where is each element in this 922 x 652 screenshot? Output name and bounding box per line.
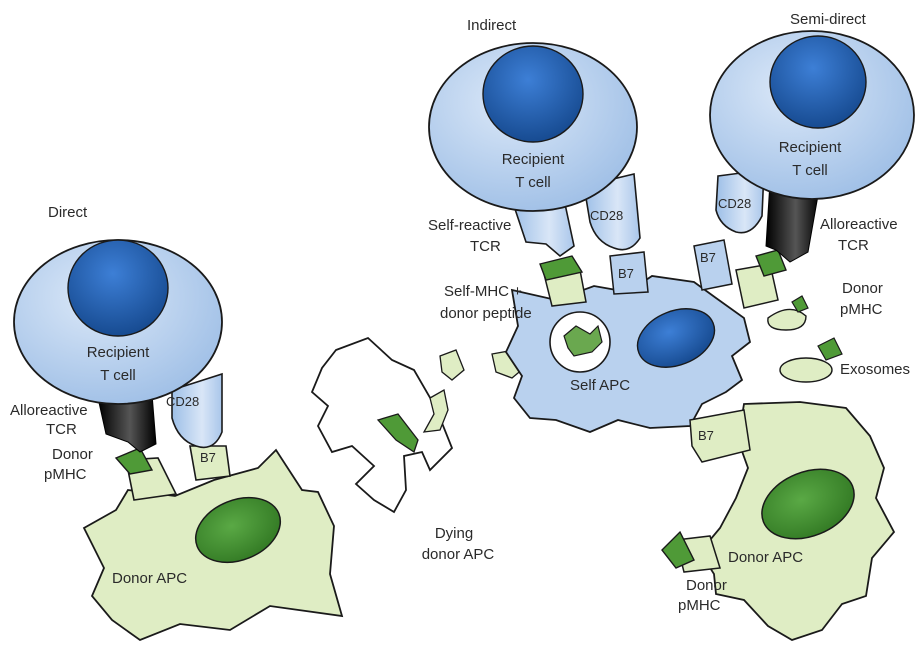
t-cell-left-label-2: T cell <box>100 367 136 384</box>
t-cell-indirect-label-2: T cell <box>515 174 551 191</box>
t-cell-left-label-1: Recipient <box>87 344 150 361</box>
dying-apc-label-1: Dying <box>435 525 473 542</box>
indirect-title: Indirect <box>467 17 517 34</box>
direct-panel: Direct B7 CD28 Recipient T cell Alloreac… <box>10 204 342 640</box>
semi-direct-title: Semi-direct <box>790 11 867 28</box>
alloreactive-tcr-right-label-1: Alloreactive <box>820 216 898 233</box>
t-cell-right-label-2: T cell <box>792 162 828 179</box>
cd28-left-label: CD28 <box>166 394 199 409</box>
donor-pmhc-right-bottom-label-1: Donor <box>686 577 727 594</box>
self-apc <box>506 276 750 432</box>
b7-indirect-label: B7 <box>618 266 634 281</box>
donor-pmhc-right-top-label-2: pMHC <box>840 301 883 318</box>
t-cell-left-nucleus <box>68 240 168 336</box>
alloreactive-tcr-left-label-1: Alloreactive <box>10 402 88 419</box>
donor-apc-right-label: Donor APC <box>728 549 803 566</box>
exosome-1 <box>768 309 806 330</box>
self-reactive-tcr-label-1: Self-reactive <box>428 217 511 234</box>
donor-peptide-right-bottom <box>662 532 694 568</box>
self-reactive-tcr-label-2: TCR <box>470 238 501 255</box>
t-cell-indirect-nucleus <box>483 46 583 142</box>
cd28-indirect-label: CD28 <box>590 208 623 223</box>
dying-apc-label-2: donor APC <box>422 546 495 563</box>
dying-apc-fragment-3 <box>440 350 464 380</box>
exosome-2-pmhc <box>818 338 842 360</box>
t-cell-right-nucleus <box>770 36 866 128</box>
dying-apc-group: Dying donor APC <box>312 338 524 563</box>
self-mhc-label-2: donor peptide <box>440 305 532 322</box>
b7-left-label: B7 <box>200 450 216 465</box>
donor-pmhc-right-top-label-1: Donor <box>842 280 883 297</box>
exosome-2 <box>780 358 832 382</box>
self-mhc-label-1: Self-MHC + <box>444 283 522 300</box>
donor-pmhc-left-label-2: pMHC <box>44 466 87 483</box>
alloreactive-tcr-left-label-2: TCR <box>46 421 77 438</box>
exosomes-label: Exosomes <box>840 361 910 378</box>
cd28-semidirect-label: CD28 <box>718 196 751 211</box>
b7-semidirect <box>694 240 732 290</box>
donor-pmhc-right-bottom-label-2: pMHC <box>678 597 721 614</box>
indirect-panel: Indirect Self APC B7 CD28 Recipient T ce… <box>428 17 750 432</box>
donor-apc-left-label: Donor APC <box>112 570 187 587</box>
t-cell-indirect-label-1: Recipient <box>502 151 565 168</box>
self-apc-label: Self APC <box>570 377 630 394</box>
donor-peptide-left <box>116 448 152 474</box>
direct-title: Direct <box>48 204 88 221</box>
alloreactive-tcr-right-label-2: TCR <box>838 237 869 254</box>
t-cell-right-label-1: Recipient <box>779 139 842 156</box>
b7-semidirect-label: B7 <box>700 250 716 265</box>
b7-right-donor-label: B7 <box>698 428 714 443</box>
donor-pmhc-left-label-1: Donor <box>52 446 93 463</box>
